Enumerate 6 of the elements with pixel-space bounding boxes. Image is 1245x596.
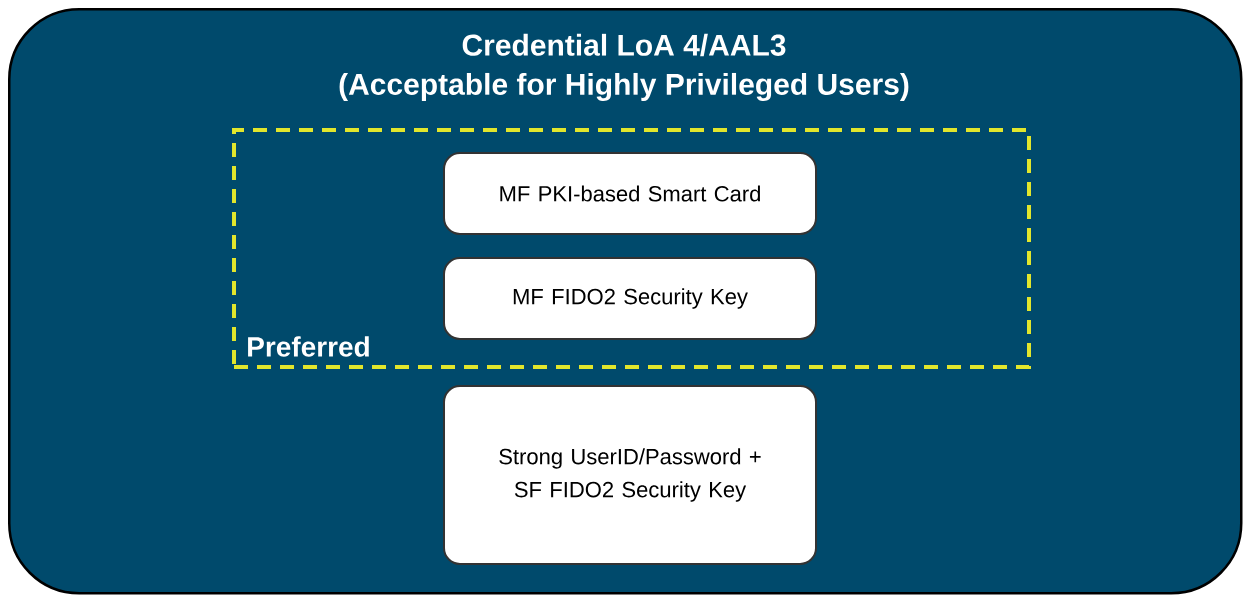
option-box: MF FIDO2 Security Key [443,257,817,340]
panel-heading: Credential LoA 4/AAL3 [462,33,786,57]
group-label: Preferred [248,336,369,357]
panel-heading: (Acceptable for Highly Privileged Users) [339,72,909,102]
option-box: MF PKI-based Smart Card [443,152,817,235]
option-box: Strong UserID/Password + SF FIDO2 Security Key [443,385,817,565]
